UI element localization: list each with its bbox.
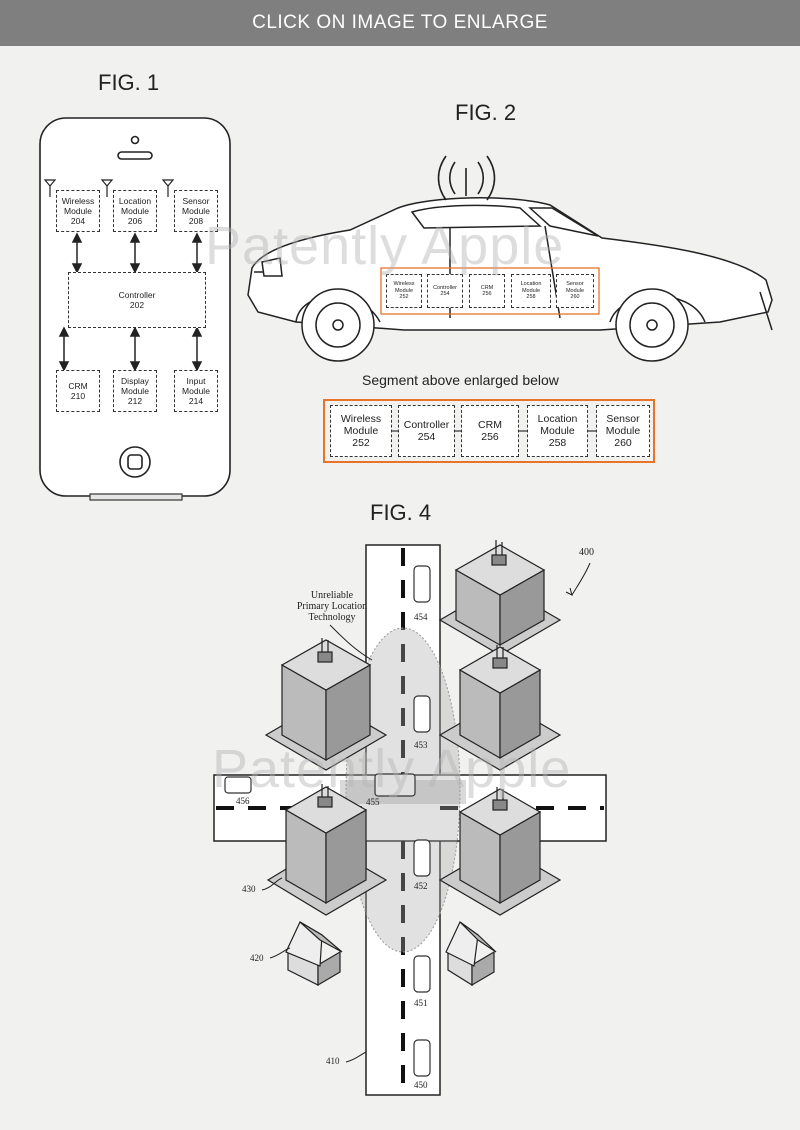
ref-450: 450: [414, 1080, 428, 1090]
module-name: Sensor Module: [605, 413, 641, 437]
display-module-box: Display Module 212: [113, 370, 157, 412]
module-name: Controller: [433, 284, 457, 291]
sensor-module-box: Sensor Module 208: [174, 190, 218, 232]
car-controller-module: Controller 254: [427, 274, 463, 308]
module-name: CRM: [480, 284, 494, 291]
wireless-module-box: Wireless Module 204: [56, 190, 100, 232]
fig2-wheels: [301, 288, 689, 362]
module-number: 202: [129, 300, 145, 310]
module-number: 260: [614, 437, 632, 449]
ref-451: 451: [414, 998, 428, 1008]
module-name: Wireless Module: [393, 281, 415, 294]
module-number: 204: [70, 216, 86, 226]
fig1-label: FIG. 1: [98, 70, 160, 95]
enlarged-crm-module: CRM 256: [461, 405, 519, 457]
controller-box: Controller 202: [68, 272, 206, 328]
module-number: 256: [481, 431, 499, 443]
enlarged-highlight-frame: [323, 399, 655, 463]
module-name: Wireless Module: [61, 196, 95, 216]
car-highlight-frame: [380, 267, 600, 315]
module-number: 252: [399, 294, 409, 301]
fig4-houses: [285, 921, 497, 987]
enlarged-location-module: Location Module 258: [527, 405, 588, 457]
module-number: 260: [570, 294, 580, 301]
fig2-label: FIG. 2: [455, 100, 517, 125]
ref-452: 452: [414, 881, 428, 891]
module-number: 254: [417, 431, 436, 443]
ref-420: 420: [250, 953, 264, 963]
module-name: CRM: [478, 419, 502, 431]
module-name: Location Module: [520, 281, 542, 294]
module-number: 256: [482, 291, 492, 297]
module-name: Sensor Module: [182, 196, 210, 216]
enlarged-wireless-module: Wireless Module 252: [330, 405, 392, 457]
module-name: Sensor Module: [565, 281, 585, 294]
module-name: Controller: [118, 290, 156, 300]
enlarge-banner[interactable]: CLICK ON IMAGE TO ENLARGE: [0, 0, 800, 46]
module-number: 208: [188, 216, 204, 226]
module-number: 206: [127, 216, 143, 226]
car-location-module: Location Module 258: [511, 274, 551, 308]
module-name: Display Module: [121, 376, 149, 396]
fig4-cars: [224, 565, 431, 1077]
ref-453: 453: [414, 740, 428, 750]
enlarge-caption: Segment above enlarged below: [362, 372, 559, 388]
fig4-buildings: [264, 540, 562, 916]
car-sensor-module: Sensor Module 260: [556, 274, 594, 308]
ref-400: 400: [579, 547, 594, 558]
module-name: Input Module: [182, 376, 210, 396]
fig1-arrows: [58, 232, 203, 372]
module-number: 252: [352, 437, 370, 449]
crm-box: CRM 210: [56, 370, 100, 412]
module-number: 258: [526, 294, 536, 301]
module-name: Wireless Module: [340, 413, 382, 437]
module-name: Location Module: [118, 196, 152, 216]
location-module-box: Location Module 206: [113, 190, 157, 232]
module-number: 210: [70, 391, 86, 401]
fig1-antennas: [43, 179, 175, 197]
module-name: Location Module: [537, 413, 578, 437]
fig4-leaders: [261, 562, 591, 1063]
unreliable-location-label: Unreliable Primary Location Technology: [296, 590, 368, 623]
ref-454: 454: [414, 612, 428, 622]
module-number: 214: [188, 396, 204, 406]
module-number: 258: [548, 437, 567, 449]
module-name: Controller: [403, 419, 450, 431]
enlarged-sensor-module: Sensor Module 260: [596, 405, 650, 457]
ref-430: 430: [242, 884, 256, 894]
ref-456: 456: [236, 796, 250, 806]
module-name: CRM: [68, 381, 88, 391]
enlarged-controller-module: Controller 254: [398, 405, 455, 457]
ref-455: 455: [366, 797, 380, 807]
ref-410: 410: [326, 1056, 340, 1066]
module-number: 254: [440, 291, 450, 297]
car-wireless-module: Wireless Module 252: [386, 274, 422, 308]
signal-waves-icon: [437, 155, 496, 201]
input-module-box: Input Module 214: [174, 370, 218, 412]
car-crm-module: CRM 256: [469, 274, 505, 308]
fig4-label: FIG. 4: [370, 500, 432, 525]
module-number: 212: [127, 396, 143, 406]
